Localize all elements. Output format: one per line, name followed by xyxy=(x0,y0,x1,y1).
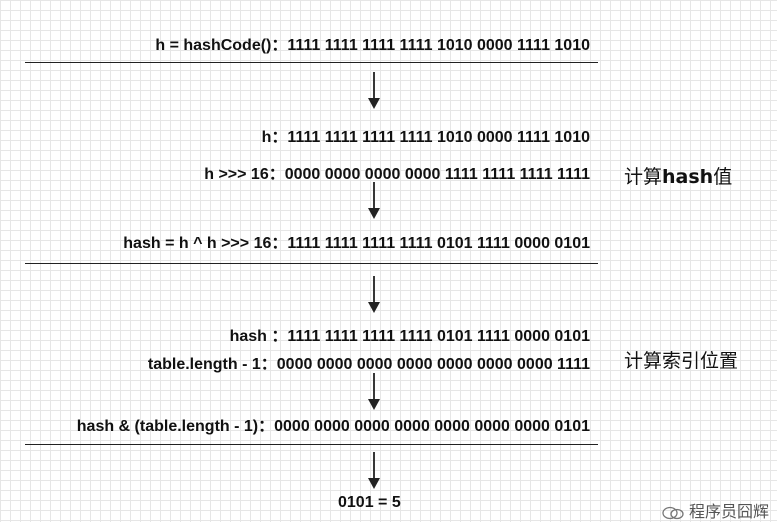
line-label: table.length - 1： xyxy=(147,356,277,373)
line-table-length: table.length - 1：0000 0000 0000 0000 000… xyxy=(148,350,590,374)
divider-line xyxy=(25,444,598,445)
line-label: hash = h ^ h >>> 16： xyxy=(123,235,288,252)
line-value: 0000 0000 0000 0000 0000 0000 0000 0101 xyxy=(274,418,590,435)
side-label-suffix: 值 xyxy=(713,166,733,188)
side-label-compute-hash: 计算hash值 xyxy=(624,162,732,189)
line-label: hash & (table.length - 1)： xyxy=(76,418,275,435)
line-label: hash ： xyxy=(229,328,288,345)
side-label-compute-index: 计算索引位置 xyxy=(624,350,739,372)
side-label-prefix: 计算 xyxy=(624,166,663,188)
line-hashcode: h = hashCode()：1111 1111 1111 1111 1010 … xyxy=(155,31,590,55)
line-hash-2: hash ：1111 1111 1111 1111 0101 1111 0000… xyxy=(230,322,590,346)
arrow-down-icon xyxy=(368,452,380,489)
line-label: h = hashCode()： xyxy=(155,37,288,54)
side-label-bold: hash xyxy=(662,166,714,188)
line-value: 0000 0000 0000 0000 1111 1111 1111 1111 xyxy=(284,166,590,183)
line-h: h：1111 1111 1111 1111 1010 0000 1111 101… xyxy=(262,123,590,147)
watermark: 程序员囧辉 xyxy=(662,498,769,522)
line-value: 1111 1111 1111 1111 1010 0000 1111 1010 xyxy=(287,37,590,54)
arrow-down-icon xyxy=(368,72,380,109)
divider-line xyxy=(25,62,598,63)
line-hash: hash = h ^ h >>> 16：1111 1111 1111 1111 … xyxy=(123,229,590,253)
line-index: hash & (table.length - 1)：0000 0000 0000… xyxy=(77,412,590,436)
arrow-down-icon xyxy=(368,276,380,313)
line-label: h： xyxy=(261,129,288,146)
arrow-down-icon xyxy=(368,182,380,219)
watermark-text: 程序员囧辉 xyxy=(688,502,769,521)
result-text: 0101 = 5 xyxy=(338,494,401,511)
line-value: 1111 1111 1111 1111 0101 1111 0000 0101 xyxy=(287,328,590,345)
arrow-down-icon xyxy=(368,373,380,410)
divider-line xyxy=(25,263,598,264)
wechat-icon xyxy=(662,506,684,519)
line-value: 1111 1111 1111 1111 1010 0000 1111 1010 xyxy=(287,129,590,146)
line-value: 0000 0000 0000 0000 0000 0000 0000 1111 xyxy=(276,356,590,373)
line-value: 1111 1111 1111 1111 0101 1111 0000 0101 xyxy=(287,235,590,252)
line-h-shift: h >>> 16：0000 0000 0000 0000 1111 1111 1… xyxy=(204,160,590,184)
line-label: h >>> 16： xyxy=(204,166,285,183)
